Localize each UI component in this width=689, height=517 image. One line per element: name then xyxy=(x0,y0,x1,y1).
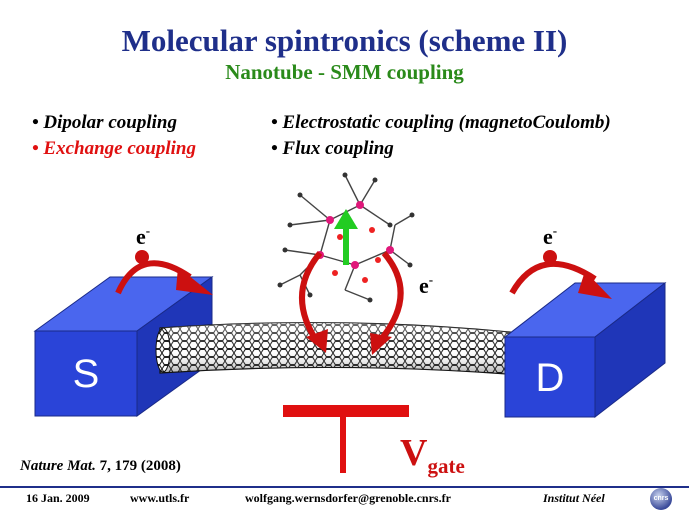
spintronics-diagram: S D xyxy=(33,172,667,478)
bullet-dipolar-coupling: • Dipolar coupling xyxy=(32,112,177,133)
bullet-flux-coupling: • Flux coupling xyxy=(271,138,394,159)
single-molecule-magnet xyxy=(277,172,415,303)
journal-name: Nature Mat. xyxy=(20,458,96,474)
gate-voltage-label: Vgate xyxy=(400,432,465,478)
electron-label-molecule: e- xyxy=(419,272,433,298)
drain-label: D xyxy=(536,356,565,400)
bullet-exchange-coupling: • Exchange coupling xyxy=(32,138,196,159)
footer-date: 16 Jan. 2009 xyxy=(26,491,90,505)
tunneling-arrows xyxy=(115,251,597,345)
electron-label-left: e- xyxy=(136,223,150,249)
electron-dot-right xyxy=(543,250,557,264)
footer-divider xyxy=(0,486,689,488)
reference-citation: Nature Mat. 7, 179 (2008) xyxy=(20,458,181,475)
electron-dot-left xyxy=(135,250,149,264)
footer-email: wolfgang.wernsdorfer@grenoble.cnrs.fr xyxy=(245,491,451,505)
citation-details: 7, 179 (2008) xyxy=(99,458,181,474)
spin-arrow xyxy=(334,209,358,265)
gate-electrode xyxy=(283,405,409,473)
slide-subtitle: Nanotube - SMM coupling xyxy=(225,60,464,84)
footer-website: www.utls.fr xyxy=(130,491,190,505)
source-label: S xyxy=(73,352,100,396)
electron-label-right: e- xyxy=(543,223,557,249)
carbon-nanotube xyxy=(155,321,521,376)
footer-institute: Institut Néel xyxy=(543,491,605,505)
bullet-electrostatic-coupling: • Electrostatic coupling (magnetoCoulomb… xyxy=(271,112,611,133)
slide-title: Molecular spintronics (scheme II) xyxy=(121,23,568,58)
drain-electrode: D xyxy=(503,281,667,419)
cnrs-logo-icon: cnrs xyxy=(650,488,672,510)
